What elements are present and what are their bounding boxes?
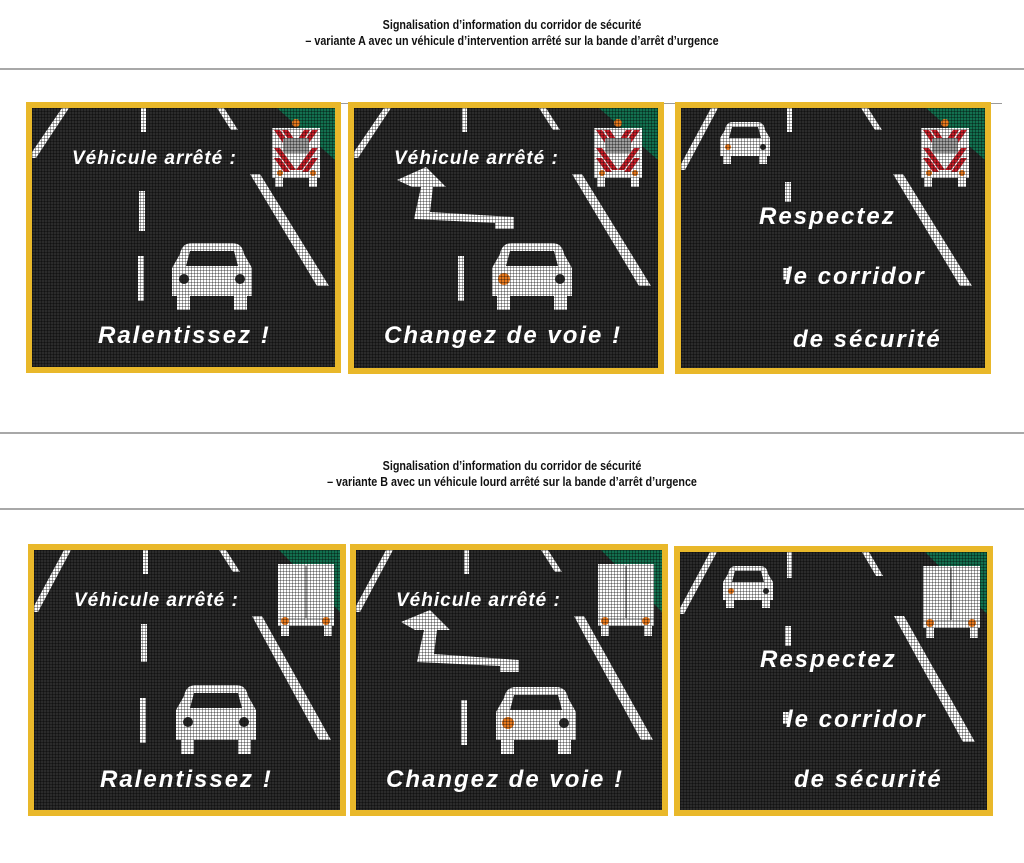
divider	[0, 68, 1024, 70]
sign-text-line1: Respectez	[759, 203, 896, 230]
sign-text-top: Véhicule arrêté :	[396, 590, 561, 611]
change-lane-arrow-icon	[397, 167, 514, 229]
small-car-icon	[720, 122, 770, 164]
sign-text-top: Véhicule arrêté :	[74, 590, 239, 611]
sign-text-line3: de sécurité	[793, 326, 942, 353]
intervention-vehicle-icon	[272, 119, 320, 187]
road-pictogram	[681, 108, 985, 286]
road-pictogram	[680, 552, 987, 742]
sign-text-line1: Respectez	[760, 646, 897, 673]
sign-panel-a3-respect-corridor: Respectez le corridor de sécurité	[675, 102, 991, 374]
change-lane-arrow-icon	[401, 610, 519, 672]
small-car-icon	[723, 566, 773, 608]
sign-panel-b1-slow-down: Véhicule arrêté : Ralentissez !	[28, 544, 346, 816]
sign-text-line2: le corridor	[786, 706, 927, 733]
sign-text-top: Véhicule arrêté :	[394, 148, 559, 169]
car-front-flashing-icon	[492, 243, 572, 310]
sign-panel-a1-slow-down: Véhicule arrêté : Ralentissez !	[26, 102, 341, 373]
divider	[0, 432, 1024, 434]
sign-panel-b2-change-lane: Véhicule arrêté : Changez de voie !	[350, 544, 668, 816]
car-front-flashing-icon	[496, 687, 576, 754]
sign-text-line2: le corridor	[785, 263, 926, 290]
heavy-truck-icon	[598, 564, 654, 636]
sign-panel-a2-change-lane: Véhicule arrêté : Changez de voie !	[348, 102, 664, 374]
road-pictogram	[34, 550, 340, 754]
car-front-icon	[176, 685, 256, 754]
sign-text-bottom: Changez de voie !	[384, 322, 623, 349]
sign-text-bottom: Ralentissez !	[100, 766, 273, 793]
section-a-title-line2: – variante A avec un véhicule d’interven…	[305, 34, 719, 48]
sign-text-bottom: Ralentissez !	[98, 322, 271, 349]
sign-panel-b3-respect-corridor: Respectez le corridor de sécurité	[674, 546, 993, 816]
heavy-truck-icon	[278, 564, 334, 636]
section-b-title-line2: – variante B avec un véhicule lourd arrê…	[327, 475, 697, 489]
sign-text-line3: de sécurité	[794, 766, 943, 793]
sign-text-top: Véhicule arrêté :	[72, 148, 237, 169]
intervention-vehicle-icon	[594, 119, 642, 187]
divider	[0, 508, 1024, 510]
section-b-title-line1: Signalisation d’information du corridor …	[382, 459, 642, 473]
road-pictogram	[354, 108, 658, 310]
section-a-title-line1: Signalisation d’information du corridor …	[382, 18, 642, 32]
heavy-truck-icon	[923, 566, 980, 638]
car-front-icon	[172, 243, 252, 310]
sign-text-bottom: Changez de voie !	[386, 766, 625, 793]
intervention-vehicle-icon	[921, 119, 969, 187]
road-pictogram	[32, 108, 335, 310]
road-pictogram	[356, 550, 662, 754]
